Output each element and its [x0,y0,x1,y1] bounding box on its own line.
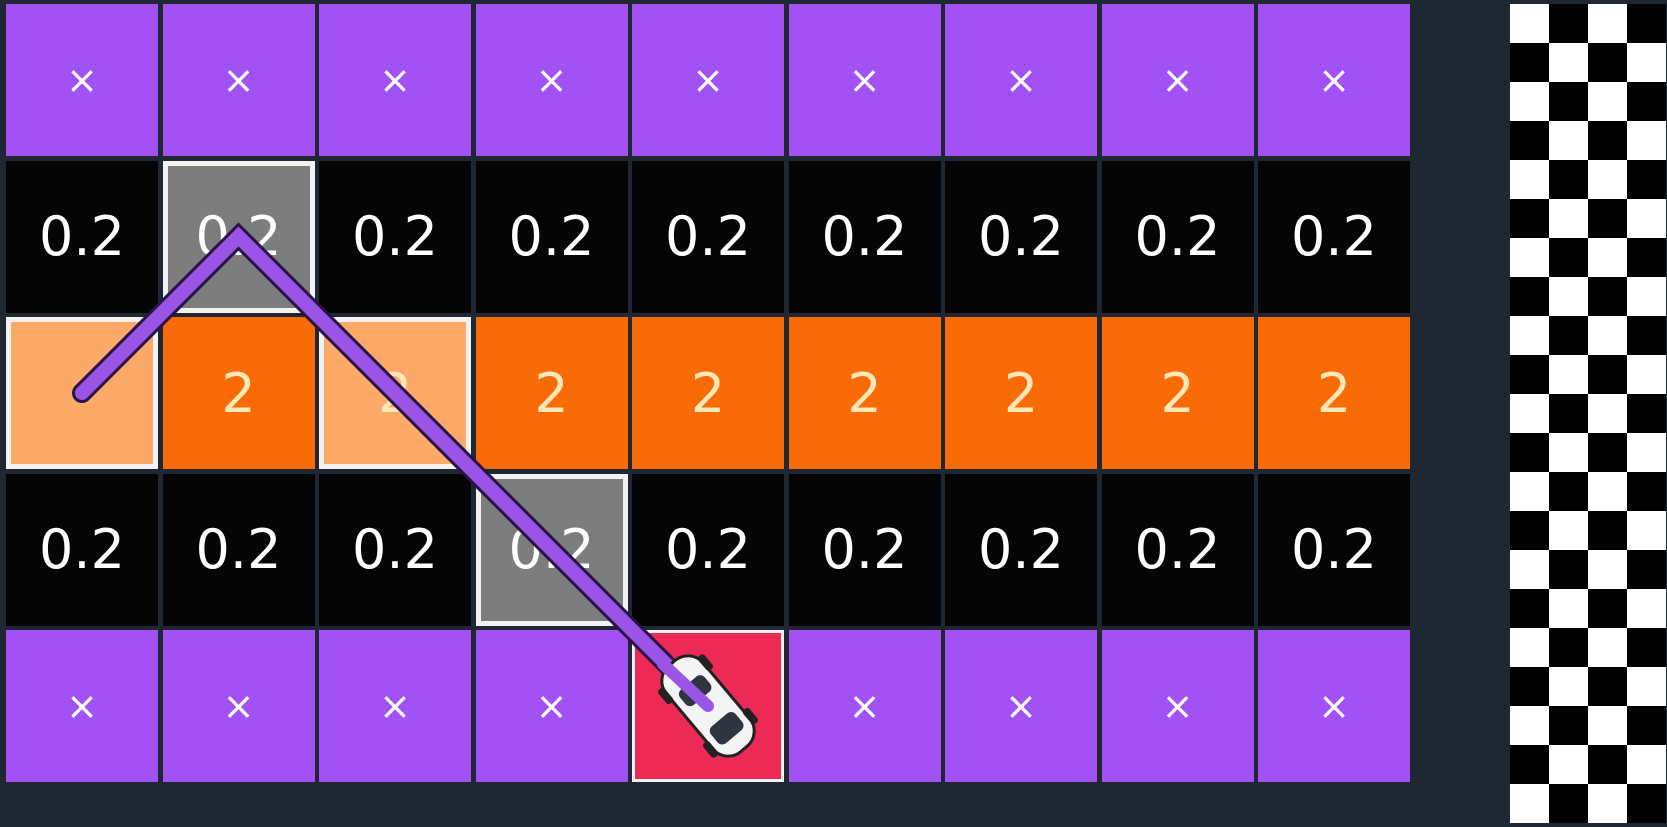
wall-cell: × [789,630,941,782]
wall-cell: × [6,630,158,782]
track-cell: 2 [945,317,1097,469]
blocked-icon: × [379,684,411,728]
track-cell: 0.2 [1258,474,1410,626]
track-cell: 2 [1258,317,1410,469]
blocked-icon: × [379,58,411,102]
track-cell: 0.2 [319,474,471,626]
track-cell: 0.2 [789,161,941,313]
cell-reward-label: 0.2 [352,205,438,268]
track-cell: 0.2 [945,161,1097,313]
finish-line [1510,4,1666,823]
cell-reward-label: 0.2 [1291,518,1377,581]
blocked-icon: × [66,58,98,102]
blocked-icon: × [223,684,255,728]
wall-cell: × [945,4,1097,156]
track-cell: 0.2 [945,474,1097,626]
cell-reward-label: 0.2 [822,518,908,581]
blocked-icon: × [849,684,881,728]
cell-reward-label: 0.2 [196,518,282,581]
wall-cell: × [632,4,784,156]
cell-reward-label: 0.2 [352,518,438,581]
cell-reward-label: 0.2 [665,205,751,268]
cell-reward-label: 0.2 [509,205,595,268]
cell-reward-label: 0.2 [978,518,1064,581]
track-cell: 0.2 [1102,161,1254,313]
blocked-icon: × [1162,58,1194,102]
blocked-icon: × [536,58,568,102]
blocked-icon: × [1318,684,1350,728]
wall-cell: × [1102,630,1254,782]
track-cell [6,317,158,469]
wall-cell: × [163,630,315,782]
cell-reward-label: 0.2 [978,205,1064,268]
blocked-icon: × [223,58,255,102]
track-cell: 0.2 [476,161,628,313]
wall-cell: × [1102,4,1254,156]
track-cell: 0.2 [789,474,941,626]
cell-reward-label: 0.2 [1291,205,1377,268]
cell-reward-label: 0.2 [39,518,125,581]
wall-cell: × [1258,4,1410,156]
wall-cell: × [319,630,471,782]
cell-reward-label: 2 [847,362,881,425]
track-cell [632,630,784,782]
track-cell: 2 [476,317,628,469]
cell-reward-label: 0.2 [1135,205,1221,268]
cell-reward-label: 0.2 [196,205,282,268]
cell-reward-label: 0.2 [39,205,125,268]
track-cell: 2 [789,317,941,469]
blocked-icon: × [536,684,568,728]
blocked-icon: × [692,58,724,102]
track-cell: 0.2 [632,474,784,626]
track-cell: 0.2 [632,161,784,313]
wall-cell: × [789,4,941,156]
cell-reward-label: 2 [221,362,255,425]
track-cell: 0.2 [163,474,315,626]
track-cell: 0.2 [163,161,315,313]
cell-reward-label: 0.2 [822,205,908,268]
cell-reward-label: 2 [1317,362,1351,425]
blocked-icon: × [1005,684,1037,728]
track-cell: 0.2 [476,474,628,626]
wall-cell: × [1258,630,1410,782]
blocked-icon: × [849,58,881,102]
cell-reward-label: 2 [691,362,725,425]
wall-cell: × [945,630,1097,782]
cell-reward-label: 0.2 [665,518,751,581]
track-cell: 2 [1102,317,1254,469]
wall-cell: × [476,630,628,782]
cell-reward-label: 2 [378,362,412,425]
cell-reward-label: 2 [1004,362,1038,425]
blocked-icon: × [1005,58,1037,102]
cell-reward-label: 2 [1160,362,1194,425]
track-cell: 0.2 [1258,161,1410,313]
cell-reward-label: 0.2 [1135,518,1221,581]
blocked-icon: × [66,684,98,728]
track-cell: 2 [632,317,784,469]
track-cell: 2 [319,317,471,469]
track-cell: 0.2 [6,161,158,313]
cell-reward-label: 2 [534,362,568,425]
wall-cell: × [476,4,628,156]
track-cell: 0.2 [1102,474,1254,626]
wall-cell: × [163,4,315,156]
cell-reward-label: 0.2 [509,518,595,581]
wall-cell: × [319,4,471,156]
track-cell: 0.2 [6,474,158,626]
track-cell: 2 [163,317,315,469]
blocked-icon: × [1162,684,1194,728]
wall-cell: × [6,4,158,156]
track-cell: 0.2 [319,161,471,313]
blocked-icon: × [1318,58,1350,102]
